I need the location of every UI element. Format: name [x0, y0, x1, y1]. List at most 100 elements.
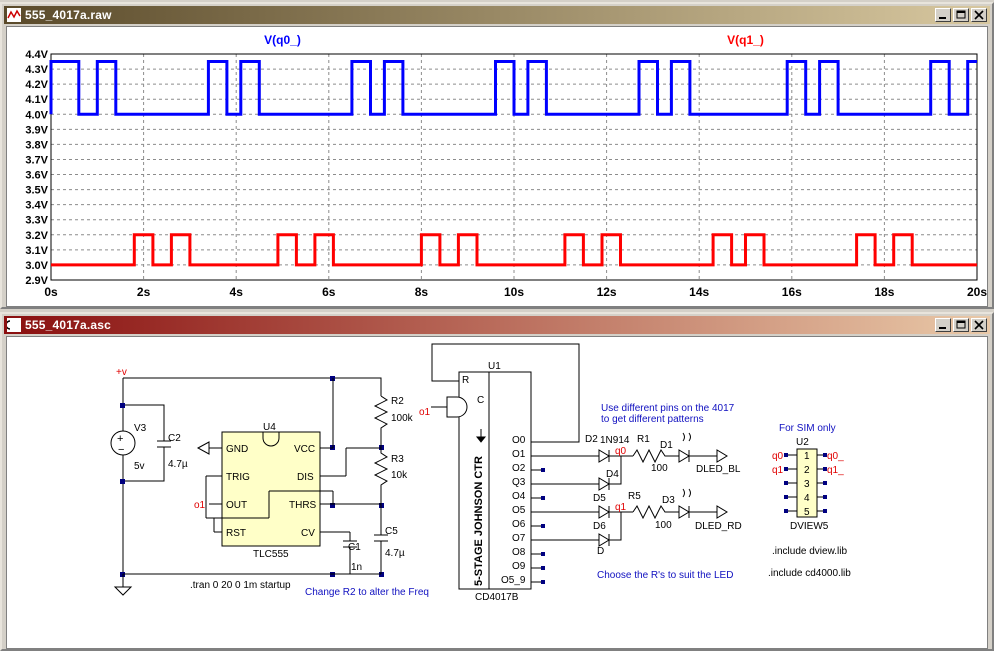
schematic-window-title: 555_4017a.asc — [25, 318, 112, 332]
u2-out-q0: q0_ — [827, 451, 844, 462]
schematic-window-titlebar[interactable]: 555_4017a.asc — [4, 316, 990, 334]
d2-ref: D2 — [585, 434, 598, 445]
u1-out-o2: O2 — [512, 463, 526, 474]
resistor-r1[interactable] — [632, 448, 679, 464]
capacitor-c5[interactable] — [374, 504, 388, 574]
y-tick-label: 3.4V — [25, 200, 48, 212]
r1-value: 100 — [651, 463, 668, 474]
u2-in-q1: q1 — [772, 465, 784, 476]
led-d3[interactable] — [678, 488, 728, 519]
schematic-icon — [7, 318, 21, 332]
r2-ref: R2 — [391, 396, 404, 407]
voltage-source-v3[interactable]: + − — [110, 405, 136, 574]
r5-ref: R5 — [628, 491, 641, 502]
maximize-icon — [956, 320, 966, 329]
diode-d5[interactable] — [598, 505, 633, 519]
capacitor-c2[interactable] — [157, 440, 171, 455]
y-tick-label: 3.6V — [25, 170, 48, 182]
u1-body-label: 5-STAGE JOHNSON CTR — [473, 456, 485, 586]
u1-ref: U1 — [488, 361, 501, 372]
close-button[interactable] — [971, 318, 987, 332]
u4-ref: U4 — [263, 422, 276, 433]
d3-model: DLED_RD — [695, 521, 742, 532]
ic-u4-tlc555[interactable] — [221, 431, 321, 547]
y-tick-label: 3.2V — [25, 230, 48, 242]
u1-out-o1: O1 — [512, 449, 526, 460]
u1-out-o6: O6 — [512, 519, 526, 530]
led-d1[interactable] — [678, 432, 728, 463]
trace-q0[interactable] — [49, 60, 977, 116]
maximize-button[interactable] — [953, 8, 969, 22]
y-tick-label: 4.0V — [25, 109, 48, 121]
c2-ref: C2 — [168, 433, 181, 444]
waveform-plot[interactable]: 4.4V4.3V4.2V4.1V4.0V3.9V3.8V3.7V3.6V3.5V… — [7, 27, 991, 306]
u1-out-o9: O9 — [512, 561, 526, 572]
close-icon — [974, 10, 984, 20]
x-tick-label: 18s — [874, 285, 894, 299]
net-o1-label: o1 — [194, 500, 206, 511]
d5-ref: D5 — [593, 493, 606, 504]
maximize-button[interactable] — [953, 318, 969, 332]
r3-value: 10k — [391, 470, 408, 481]
y-tick-label: 4.4V — [25, 49, 48, 61]
c2-value: 4.7µ — [168, 459, 188, 470]
capacitor-c1[interactable] — [343, 540, 357, 574]
d1-ref: D1 — [660, 440, 673, 451]
u1-out-o4: O4 — [512, 491, 526, 502]
resistor-r3[interactable] — [373, 448, 389, 504]
x-tick-label: 10s — [504, 285, 524, 299]
y-tick-label: 3.5V — [25, 185, 48, 197]
x-tick-label: 0s — [44, 285, 58, 299]
minimize-icon — [939, 17, 946, 19]
y-tick-label: 4.1V — [25, 94, 48, 106]
u1-out-o5: O5 — [512, 505, 526, 516]
u4-part: TLC555 — [253, 549, 289, 560]
trace-label[interactable]: V(q0_) — [264, 33, 301, 47]
r5-value: 100 — [655, 520, 672, 531]
y-tick-label: 3.9V — [25, 124, 48, 136]
u1-out-q3: Q3 — [512, 477, 526, 488]
y-tick-label: 3.1V — [25, 245, 48, 257]
u2-pin-3: 3 — [804, 479, 810, 490]
c5-ref: C5 — [385, 526, 398, 537]
diode-d4[interactable] — [598, 456, 622, 491]
plot-window-titlebar[interactable]: 555_4017a.raw — [4, 6, 990, 24]
x-tick-label: 8s — [415, 285, 429, 299]
trace-q1[interactable] — [51, 233, 977, 267]
minimize-button[interactable] — [935, 318, 951, 332]
v3-ref: V3 — [134, 423, 147, 434]
close-icon — [974, 320, 984, 330]
resistor-r2[interactable] — [373, 395, 389, 448]
y-tick-label: 3.3V — [25, 215, 48, 227]
u2-pin-2: 2 — [804, 465, 810, 476]
u1-out-o8: O8 — [512, 547, 526, 558]
u2-pin-1: 1 — [804, 451, 810, 462]
u2-part: DVIEW5 — [790, 521, 829, 532]
include-dview[interactable]: .include dview.lib — [772, 546, 847, 557]
tran-command[interactable]: .tran 0 20 0 1m startup — [190, 580, 291, 591]
x-tick-label: 12s — [597, 285, 617, 299]
svg-text:−: − — [118, 444, 124, 456]
schematic-canvas[interactable]: +v + − V3 5v — [7, 337, 991, 648]
d1-model: DLED_BL — [696, 464, 741, 475]
y-tick-label: 2.9V — [25, 275, 48, 287]
note-change-r2: Change R2 to alter the Freq — [305, 587, 429, 598]
schematic-pane[interactable]: +v + − V3 5v — [6, 336, 988, 649]
resistor-r5[interactable] — [632, 504, 679, 520]
u4-pin-rst: RST — [226, 528, 246, 539]
trace-label[interactable]: V(q1_) — [727, 33, 764, 47]
u4-pin-thrs: THRS — [289, 500, 317, 511]
diode-d6[interactable] — [598, 512, 622, 547]
y-tick-label: 4.3V — [25, 64, 48, 76]
plot-window-title: 555_4017a.raw — [25, 8, 112, 22]
r2-value: 100k — [391, 413, 414, 424]
u4-pin-gnd: GND — [226, 444, 248, 455]
ground-icon — [113, 586, 133, 596]
close-button[interactable] — [971, 8, 987, 22]
minimize-button[interactable] — [935, 8, 951, 22]
r3-ref: R3 — [391, 454, 404, 465]
include-cd4000[interactable]: .include cd4000.lib — [768, 568, 851, 579]
d2-model: 1N914 — [600, 435, 630, 446]
